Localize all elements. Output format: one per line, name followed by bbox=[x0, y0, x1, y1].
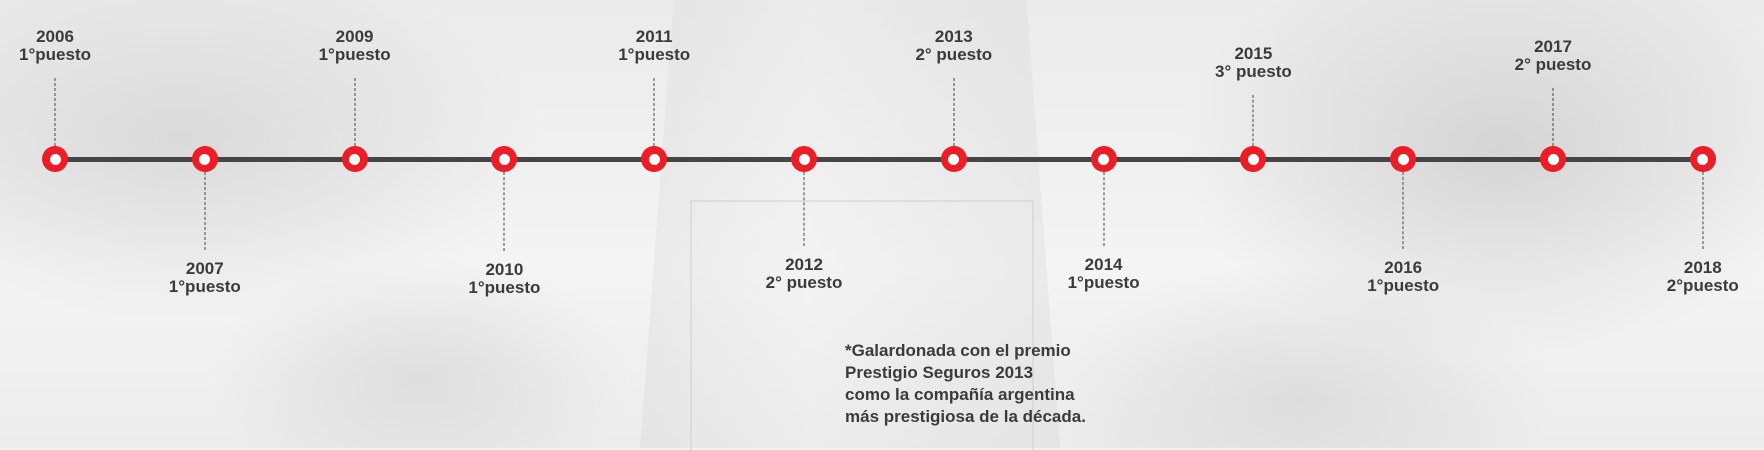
timeline-year: 2007 bbox=[185, 259, 224, 278]
timeline-node-center bbox=[49, 153, 61, 165]
timeline-year: 2011 bbox=[635, 27, 673, 46]
award-note-line: *Galardonada con el premio bbox=[845, 341, 1071, 360]
timeline-connector bbox=[1103, 172, 1105, 246]
timeline-connector bbox=[1252, 95, 1254, 146]
timeline-node-center bbox=[948, 153, 960, 165]
timeline-rank: 2°puesto bbox=[1666, 276, 1739, 295]
background-entrance bbox=[690, 200, 1034, 450]
timeline-rank: 3° puesto bbox=[1215, 62, 1292, 81]
timeline-connector bbox=[1552, 88, 1554, 146]
timeline-rank: 1°puesto bbox=[318, 45, 391, 64]
timeline-rank: 1°puesto bbox=[618, 45, 691, 64]
timeline-connector bbox=[204, 172, 206, 250]
timeline-rank: 1°puesto bbox=[1067, 273, 1140, 292]
award-note-line: más prestigiosa de la década. bbox=[845, 407, 1086, 426]
timeline-year: 2016 bbox=[1384, 258, 1423, 277]
timeline-node-center bbox=[1247, 153, 1259, 165]
timeline-node-center bbox=[199, 153, 211, 165]
timeline-year: 2012 bbox=[785, 255, 823, 274]
timeline-year: 2006 bbox=[36, 27, 74, 46]
timeline-connector bbox=[54, 78, 56, 146]
timeline-year: 2009 bbox=[335, 27, 374, 46]
timeline-rank: 1°puesto bbox=[468, 278, 541, 297]
timeline-node-center bbox=[798, 153, 810, 165]
timeline-connector bbox=[1702, 172, 1704, 249]
timeline-node-center bbox=[349, 153, 361, 165]
timeline-node bbox=[1090, 146, 1117, 172]
timeline-node bbox=[791, 146, 817, 172]
timeline-year: 2017 bbox=[1534, 37, 1572, 56]
timeline-year: 2018 bbox=[1683, 258, 1722, 277]
timeline-node bbox=[1540, 146, 1566, 172]
timeline-rank: 1°puesto bbox=[168, 277, 241, 296]
timeline-year: 2010 bbox=[485, 260, 524, 279]
award-note-line: Prestigio Seguros 2013 bbox=[845, 363, 1034, 382]
timeline-node bbox=[1689, 146, 1716, 172]
timeline-node-center bbox=[1397, 153, 1409, 165]
timeline-node bbox=[191, 146, 218, 172]
timeline-year: 2014 bbox=[1084, 255, 1123, 274]
timeline-node bbox=[491, 146, 518, 172]
timeline-node bbox=[641, 146, 668, 172]
timeline-node-center bbox=[1547, 153, 1559, 165]
timeline-connector bbox=[354, 78, 356, 146]
award-note: *Galardonada con el premio Prestigio Seg… bbox=[845, 340, 1086, 428]
timeline-rank: 2° puesto bbox=[1514, 55, 1592, 74]
timeline-rank: 2° puesto bbox=[765, 273, 843, 292]
timeline-connector bbox=[953, 78, 955, 146]
background-building bbox=[640, 0, 1060, 448]
timeline-connector bbox=[1402, 172, 1404, 249]
award-note-line: como la compañía argentina bbox=[845, 385, 1075, 404]
timeline-node bbox=[1240, 146, 1267, 172]
timeline-rank: 1°puesto bbox=[1367, 276, 1440, 295]
timeline-connector bbox=[653, 78, 655, 146]
timeline-rank: 1°puesto bbox=[19, 45, 91, 64]
timeline-year: 2015 bbox=[1234, 44, 1273, 63]
timeline-connector bbox=[503, 172, 505, 251]
timeline-rank: 2° puesto bbox=[915, 45, 993, 64]
timeline-node bbox=[1390, 146, 1417, 172]
timeline-connector bbox=[803, 172, 805, 246]
timeline-node-center bbox=[498, 153, 510, 165]
timeline-axis-line bbox=[55, 157, 1704, 162]
timeline-node-center bbox=[1697, 153, 1709, 165]
timeline-node bbox=[42, 146, 68, 172]
timeline-node bbox=[341, 146, 368, 172]
timeline-year: 2013 bbox=[934, 27, 973, 46]
timeline-node bbox=[940, 146, 967, 172]
timeline-node-center bbox=[1098, 153, 1110, 165]
timeline-node-center bbox=[648, 153, 660, 165]
